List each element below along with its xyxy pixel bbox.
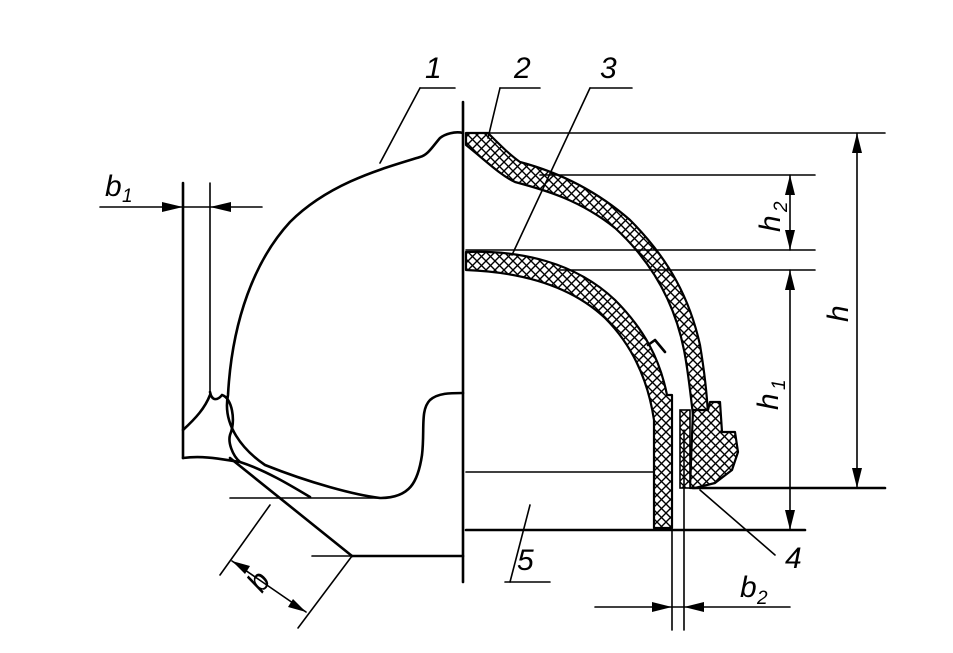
leader-4 xyxy=(699,489,776,556)
b-arrow-1 xyxy=(232,561,250,574)
flange-shoulder xyxy=(181,393,212,432)
leader-5 xyxy=(509,504,531,583)
exterior-view xyxy=(181,131,465,629)
h1-dimension xyxy=(785,269,795,531)
flange-bottom xyxy=(181,390,312,499)
leader-1 xyxy=(379,87,421,164)
label-h1-sub: 1 xyxy=(769,379,790,390)
label-part-5: 5 xyxy=(517,544,534,577)
label-h: h xyxy=(822,305,855,322)
leader-2 xyxy=(487,87,501,139)
leader-3 xyxy=(511,87,591,256)
label-part-3: 3 xyxy=(600,52,617,85)
label-b2-sub: 2 xyxy=(756,588,768,609)
label-h2-sub: 2 xyxy=(771,201,792,213)
insert-strip xyxy=(679,409,691,489)
b-ext-a xyxy=(219,504,271,576)
base-slant xyxy=(228,456,354,558)
label-b1-sub: 1 xyxy=(122,186,133,207)
label-h1: h xyxy=(752,393,785,410)
gasket-section xyxy=(688,400,740,490)
section-view xyxy=(464,131,887,631)
b2-arrow-1 xyxy=(652,602,672,612)
label-part-1: 1 xyxy=(425,52,442,85)
dome-outline xyxy=(225,131,465,500)
b2-arrow-2 xyxy=(684,602,704,612)
h-dimension xyxy=(852,132,862,489)
label-b: b xyxy=(241,565,278,598)
label-b1: b xyxy=(105,170,122,203)
b-ext-b xyxy=(297,555,353,629)
label-part-4: 4 xyxy=(785,542,802,575)
label-part-2: 2 xyxy=(513,52,531,85)
label-b2: b xyxy=(740,571,757,604)
h2-dimension xyxy=(785,174,795,251)
inner-shell-section xyxy=(464,250,674,530)
label-h2: h xyxy=(754,215,787,232)
b1-dimension xyxy=(99,202,263,212)
b-arrow-2 xyxy=(288,599,306,612)
inner-shell-tab xyxy=(646,338,667,354)
